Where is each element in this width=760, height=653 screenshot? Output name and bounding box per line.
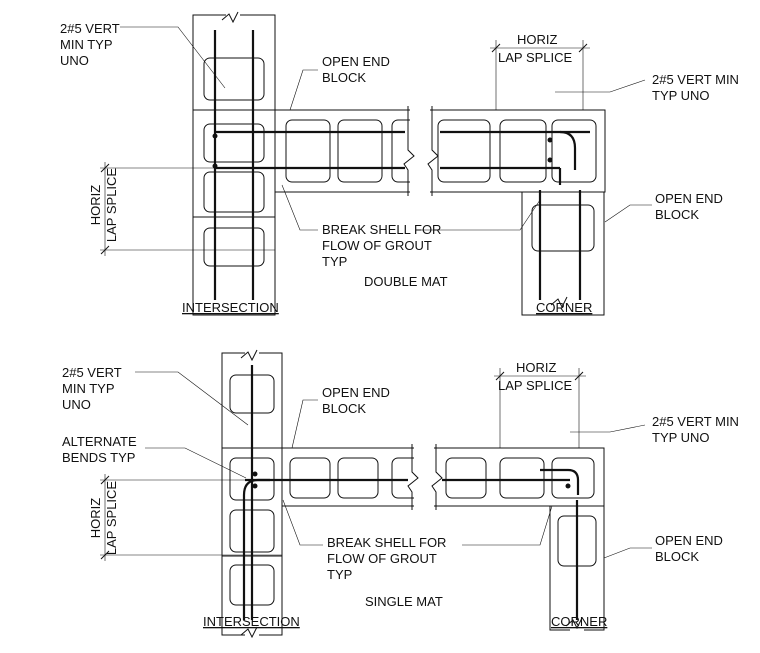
detail-title-single-mat: SINGLE MAT [365,594,443,609]
view-title-intersection: INTERSECTION [203,614,300,629]
horizontal-wall-double-mat [215,105,606,197]
intersection-vertical-wall-single [221,346,283,640]
leaders-double-mat [100,26,652,256]
detail-single-mat [100,346,652,640]
svg-text:HORIZ: HORIZ [88,185,103,226]
svg-text:HORIZ: HORIZ [88,498,103,539]
svg-text:LAP SPLICE: LAP SPLICE [104,481,119,556]
horizontal-wall-single-mat [245,443,605,511]
corner-leg-single-mat [549,500,605,634]
leaders-single-mat [100,368,652,561]
svg-text:LAP SPLICE: LAP SPLICE [104,168,119,243]
detail-title-double-mat: DOUBLE MAT [364,274,448,289]
view-title-intersection: INTERSECTION [182,300,279,315]
detail-double-mat [100,8,652,316]
intersection-vertical-wall [192,8,276,316]
view-title-corner: CORNER [551,614,607,629]
corner-leg-double-mat [521,190,605,316]
note-horiz-lap-left: HORIZ LAP SPLICE [88,481,119,556]
note-horiz-lap-left: HORIZ LAP SPLICE [88,168,119,243]
view-title-corner: CORNER [536,300,592,315]
